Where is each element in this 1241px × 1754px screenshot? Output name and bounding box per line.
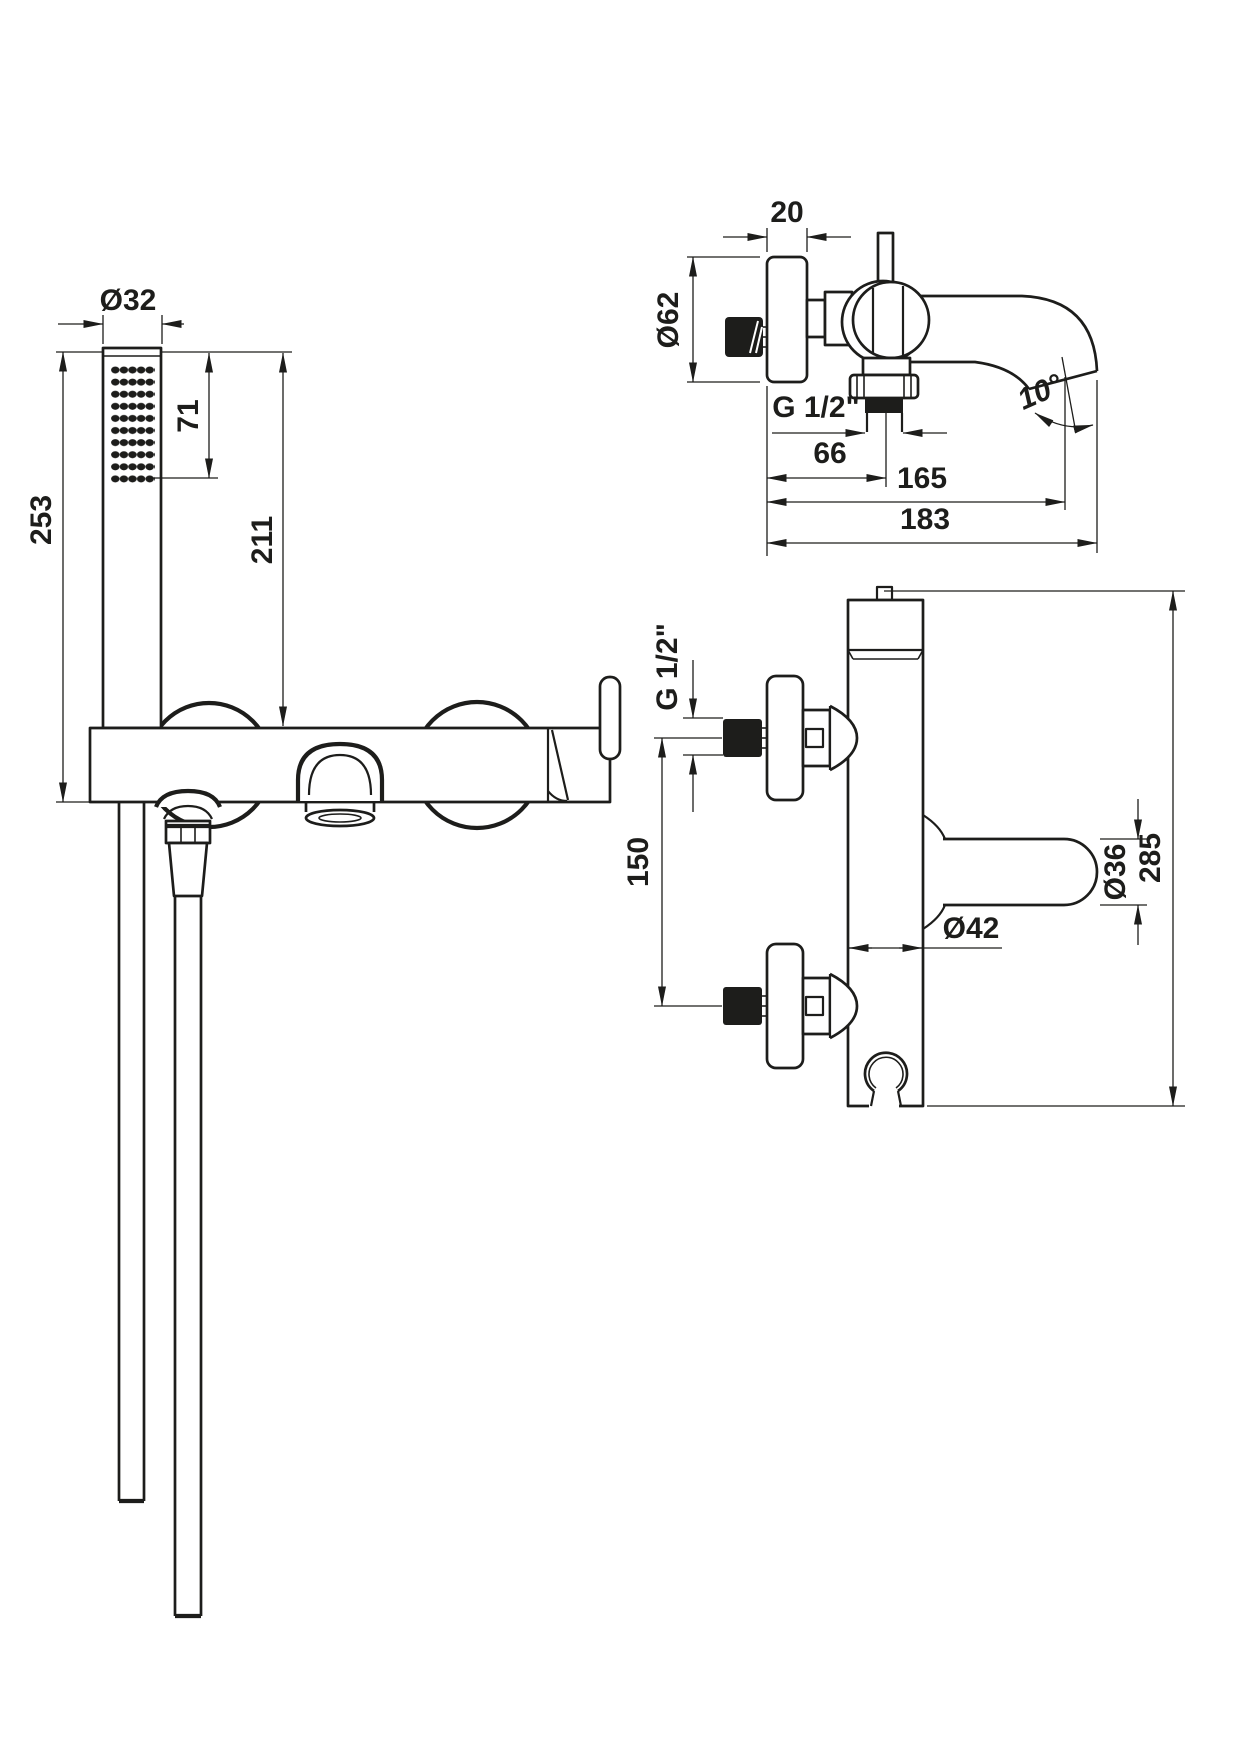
spout-front-arch [295, 741, 385, 801]
mixer-body-side [846, 598, 925, 1108]
dim-label-285: 285 [1134, 833, 1167, 883]
dim-label-165: 165 [897, 462, 947, 495]
handle-joint-top [922, 814, 947, 840]
outlet-thread [865, 398, 903, 413]
valve-neck [861, 356, 912, 377]
inlet-connection-upper [723, 674, 859, 802]
top-view: 20 Ø62 G 1/2" 66 165 [652, 196, 1099, 556]
dim-spout-reach: 165 [766, 377, 1066, 510]
lever-arm-edge [550, 729, 570, 801]
valve-sphere [851, 280, 931, 360]
spray-face-dots [111, 364, 155, 483]
dim-label-oe32: Ø32 [100, 284, 157, 317]
dim-handle-diameter: Ø36 [1099, 799, 1147, 945]
lever-handle-front [598, 675, 622, 761]
dim-handshower-diameter: Ø32 [58, 284, 184, 344]
dim-outlet-thread: G 1/2" [772, 391, 947, 437]
front-view: Ø32 71 211 253 [25, 284, 622, 1619]
spout-front-inner-arch [307, 753, 373, 796]
rosette-lower [765, 942, 805, 1070]
hose-cone [167, 841, 209, 898]
dim-label-20: 20 [770, 196, 803, 229]
pipe-step-small [805, 298, 827, 339]
lever-arm-curve [547, 790, 568, 803]
dim-label-183: 183 [900, 503, 950, 536]
dim-spray-face-length: 71 [150, 352, 218, 479]
dim-label-66: 66 [813, 437, 846, 470]
dim-inlet-thread: G 1/2" [651, 623, 723, 812]
dim-rosette-diameter: Ø62 [652, 256, 760, 383]
dim-rosette-depth: 20 [723, 196, 851, 252]
spout-outlet-ring [304, 808, 376, 828]
dim-hose-outlet-offset: 66 [766, 386, 887, 556]
handle-joint-bottom [922, 904, 947, 930]
rosette-upper [765, 674, 805, 802]
dim-overall-height: 285 [884, 590, 1185, 1107]
inlet-connector [725, 317, 763, 357]
dim-label-oe36: Ø36 [1099, 844, 1132, 901]
dim-label-211: 211 [246, 516, 279, 564]
side-view: G 1/2" 150 Ø42 Ø36 285 [622, 585, 1185, 1109]
dim-label-g12-outlet: G 1/2" [772, 391, 860, 424]
dim-label-253: 253 [25, 495, 58, 545]
dim-overall-length: 253 [25, 351, 292, 803]
dim-label-oe42: Ø42 [943, 912, 1000, 945]
dim-label-g12-inlet: G 1/2" [651, 623, 684, 711]
hose-nut-dome-inner [163, 804, 213, 820]
shower-holder-hook [863, 1051, 909, 1109]
dim-overall-reach: 183 [766, 380, 1098, 553]
rosette-side [765, 255, 809, 384]
spout-bottom-curve [910, 360, 1031, 390]
dim-spout-angle: 10° [1013, 356, 1094, 434]
spout-top-curve [920, 294, 1099, 372]
dim-body-diameter: Ø42 [848, 912, 1002, 952]
handle-side [943, 837, 1099, 907]
inlet-connection-lower [723, 942, 859, 1070]
spout-mouth [1028, 369, 1098, 391]
dim-label-oe62: Ø62 [652, 292, 685, 349]
dim-inlet-spacing: 150 [622, 737, 722, 1007]
diverter-tab [875, 585, 894, 602]
hose-nut-dome [154, 788, 222, 808]
handle-rod [876, 231, 895, 285]
dim-label-71: 71 [172, 399, 205, 432]
dim-label-150: 150 [622, 837, 655, 887]
dim-handshower-length: 211 [246, 352, 287, 727]
shower-hose [117, 803, 203, 1619]
spout-outlet-inner [318, 813, 362, 823]
outlet-nut [848, 373, 920, 400]
dim-label-10deg: 10° [1013, 368, 1069, 417]
